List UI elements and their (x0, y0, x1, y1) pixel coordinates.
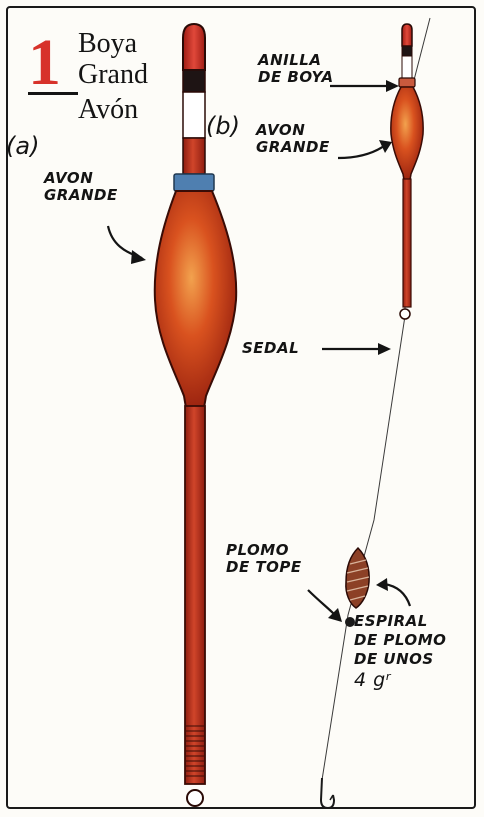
float-a-bulb (155, 191, 236, 408)
label-anilla-de-boya: ANILLA DE BOYA (258, 52, 334, 86)
label-avon-grande-b: AVON GRANDE (256, 122, 330, 156)
float-b-bulb (391, 87, 423, 180)
arrow-avon-grande-a-head (131, 250, 146, 264)
title-line-2: Grand (78, 59, 148, 90)
float-b-antenna-tip (402, 24, 412, 46)
label-avon-grande-a: AVON GRANDE (44, 170, 118, 204)
float-a-antenna-tip (183, 24, 205, 70)
arrow-espiral-head (376, 578, 388, 591)
label-anilla-line2: DE BOYA (258, 69, 334, 86)
label-espiral-line1: ESPIRAL (354, 612, 446, 631)
panel-label-b: (b) (206, 112, 240, 140)
float-b-eyelet (400, 309, 410, 319)
label-espiral: ESPIRAL DE PLOMO DE UNOS 4 gʳ (354, 612, 446, 690)
float-a-blue-ring (174, 174, 214, 191)
arrow-sedal-head (378, 343, 391, 355)
hook (321, 778, 334, 808)
label-espiral-line2: DE PLOMO (354, 631, 446, 650)
float-a-black-band (183, 70, 205, 92)
arrow-plomo-de-tope (308, 590, 334, 614)
float-a-antenna-lower (183, 138, 205, 174)
title-line-1: Boya (78, 28, 137, 59)
arrow-anilla-de-boya-head (386, 80, 399, 92)
label-sedal: SEDAL (242, 340, 299, 357)
float-b-black-band (402, 46, 412, 56)
float-a-white-band (183, 92, 205, 138)
label-espiral-line3: DE UNOS (354, 650, 446, 669)
label-plomo-line1: PLOMO (226, 542, 302, 559)
label-plomo-de-tope: PLOMO DE TOPE (226, 542, 302, 576)
label-avon-grande-a-line1: AVON (44, 170, 118, 187)
arrow-avon-grande-b (338, 146, 384, 158)
arrow-avon-grande-b-head (379, 140, 392, 153)
float-b-white-band (402, 56, 412, 78)
float-b-ring (399, 78, 415, 87)
label-avon-grande-a-line2: GRANDE (44, 187, 118, 204)
float-b-stem (403, 179, 411, 307)
float-a-eyelet (187, 790, 203, 806)
arrow-espiral (384, 584, 410, 606)
label-avon-grande-b-line1: AVON (256, 122, 330, 139)
title-underline (28, 92, 78, 95)
label-espiral-line4: 4 gʳ (354, 671, 446, 690)
label-plomo-line2: DE TOPE (226, 559, 302, 576)
title-number: 1 (28, 30, 61, 96)
label-avon-grande-b-line2: GRANDE (256, 139, 330, 156)
float-a-stem (185, 406, 205, 784)
panel-label-a: (a) (6, 132, 39, 160)
arrow-avon-grande-a (108, 226, 142, 258)
float-a (155, 24, 236, 806)
label-anilla-line1: ANILLA (258, 52, 334, 69)
title-line-3: Avón (78, 94, 138, 125)
lead-spiral (346, 548, 369, 608)
